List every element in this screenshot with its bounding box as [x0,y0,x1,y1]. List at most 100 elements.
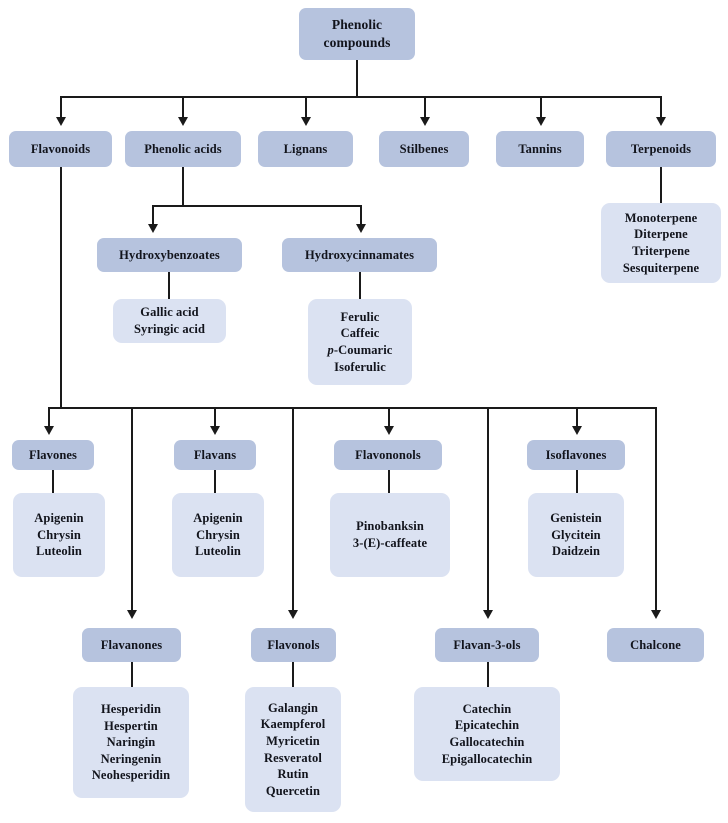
root-label-line2: compounds [323,35,391,50]
arrowhead-terpenoids [656,117,666,126]
node-label: Stilbenes [379,142,469,157]
arrowhead-flavones [44,426,54,435]
list-item: Kaempferol [260,717,326,732]
node-label-text: Hydroxybenzoates [119,247,220,262]
node-label-text: Chalcone [630,637,681,652]
node-flavononols-members[interactable]: Pinobanksin 3-(E)-caffeate [330,493,450,577]
list-item-p-coumaric: p-Coumaric [312,342,408,359]
list-item: Hespertin [104,718,158,733]
leaf-list: Apigenin Chrysin Luteolin [172,510,264,560]
node-flavonols[interactable]: Flavonols [251,628,336,662]
root-label-line1: Phenolic [331,17,383,33]
edge-flavones-to-members [52,470,54,493]
arrowhead-stilbenes [420,117,430,126]
edge-phenolic-acids-bus [153,205,362,207]
list-item: Neringenin [100,751,162,766]
list-item: Caffeic [340,326,380,341]
node-flavanones-members[interactable]: Hesperidin Hespertin Naringin Neringenin… [73,687,189,798]
node-label-text: Flavonoids [30,141,91,156]
edge-flavans-to-members [214,470,216,493]
node-hydroxycinnamates[interactable]: Hydroxycinnamates [282,238,437,272]
edge-drop-flavans [214,407,216,429]
node-hydroxycinnamate-members[interactable]: Ferulic Caffeic p-Coumaric Isoferulic [308,299,412,385]
list-item: Apigenin [34,511,84,526]
list-item: Epigallocatechin [441,751,533,766]
list-item: Chrysin [37,527,81,542]
leaf-list: Gallic acid Syringic acid [113,304,226,337]
node-flavonols-members[interactable]: Galangin Kaempferol Myricetin Resveratol… [245,687,341,812]
node-terpenoids[interactable]: Terpenoids [606,131,716,167]
node-flavones[interactable]: Flavones [12,440,94,470]
node-phenolic-compounds[interactable]: Phenolic compounds [299,8,415,60]
edge-drop-flavones [48,407,50,429]
node-isoflavones-members[interactable]: Genistein Glycitein Daidzein [528,493,624,577]
edge-drop-flavonoids [60,96,62,120]
edge-drop-hydroxybenzoates [152,205,154,227]
node-label-text: Flavones [28,447,78,462]
arrowhead-hydroxycinnamates [356,224,366,233]
arrowhead-lignans [301,117,311,126]
italic-p: p [327,343,334,357]
list-item: Myricetin [266,733,320,748]
list-item: Resveratol [264,750,322,765]
node-label-text: Flavonols [267,637,320,652]
node-flavans[interactable]: Flavans [174,440,256,470]
node-label: Terpenoids [606,142,716,157]
node-flavan-3-ols-members[interactable]: Catechin Epicatechin Gallocatechin Epiga… [414,687,560,781]
list-item: Gallic acid [140,305,199,320]
node-label: Lignans [258,142,353,157]
node-label-text: Hydroxycinnamates [304,247,415,262]
list-item: Genistein [550,511,602,526]
edge-hydroxybenzoates-to-members [168,272,170,299]
edge-drop-hydroxycinnamates [360,205,362,227]
list-item: Chrysin [196,527,240,542]
list-item: Pinobanksin [356,519,424,534]
node-label: Phenolic acids [125,142,241,157]
edge-drop-chalcone [655,407,657,613]
arrowhead-flavanones [127,610,137,619]
node-lignans[interactable]: Lignans [258,131,353,167]
node-flavononols[interactable]: Flavononols [334,440,442,470]
edge-flavonols-to-members [292,662,294,687]
node-tannins[interactable]: Tannins [496,131,584,167]
leaf-list: Genistein Glycitein Daidzein [528,510,624,560]
node-flavones-members[interactable]: Apigenin Chrysin Luteolin [13,493,105,577]
leaf-list: Ferulic Caffeic p-Coumaric Isoferulic [308,309,412,376]
node-flavanones[interactable]: Flavanones [82,628,181,662]
leaf-list: Pinobanksin 3-(E)-caffeate [330,518,450,551]
arrowhead-flavonoids [56,117,66,126]
node-label: Tannins [496,142,584,157]
node-stilbenes[interactable]: Stilbenes [379,131,469,167]
node-hydroxybenzoates[interactable]: Hydroxybenzoates [97,238,242,272]
edge-level1-bus [61,96,661,98]
edge-drop-lignans [305,96,307,120]
edge-flavonoid-bus [48,407,656,409]
list-item: Syringic acid [133,322,206,336]
node-flavonoids[interactable]: Flavonoids [9,131,112,167]
node-label-text: Phenolic acids [144,141,222,156]
node-label: Flavononols [334,448,442,463]
node-isoflavones[interactable]: Isoflavones [527,440,625,470]
edge-flavan-3-ols-to-members [487,662,489,687]
node-flavan-3-ols[interactable]: Flavan-3-ols [435,628,539,662]
leaf-list: Galangin Kaempferol Myricetin Resveratol… [245,700,341,800]
node-terpenoid-members[interactable]: Monoterpene Diterpene Triterpene Sesquit… [601,203,721,283]
edge-drop-flavan-3-ols [487,407,489,613]
arrowhead-isoflavones [572,426,582,435]
p-coumaric-rest: -Coumaric [333,343,393,357]
node-label: Phenolic compounds [299,16,415,51]
node-phenolic-acids[interactable]: Phenolic acids [125,131,241,167]
arrowhead-phenolic-acids [178,117,188,126]
list-item: Daidzein [551,544,601,559]
list-item: Neohesperidin [91,768,171,783]
node-flavans-members[interactable]: Apigenin Chrysin Luteolin [172,493,264,577]
list-item: Rutin [277,767,309,782]
list-item: Triterpene [632,244,690,258]
node-label-text: Flavononols [355,447,421,462]
node-label: Flavonoids [9,142,112,157]
node-label: Hydroxycinnamates [282,248,437,263]
list-item: Apigenin [193,511,243,526]
node-hydroxybenzoate-members[interactable]: Gallic acid Syringic acid [113,299,226,343]
node-chalcone[interactable]: Chalcone [607,628,704,662]
